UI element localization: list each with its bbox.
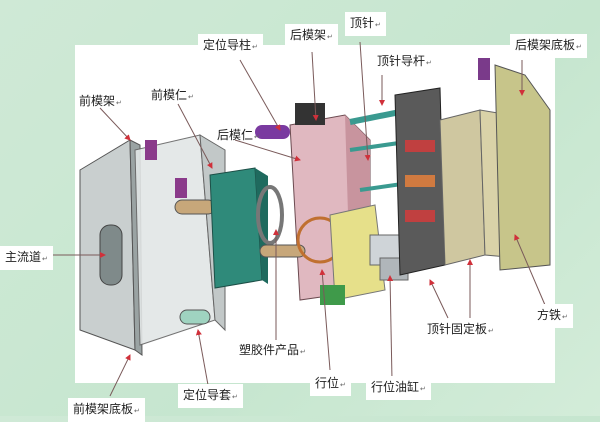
label-front-mold-frame: 前模架 [74,90,127,114]
label-slider-cylinder: 行位油缸 [366,376,431,400]
label-front-mold-base-plate: 前模架底板 [68,398,145,422]
label-ejector-pin: 顶针 [345,12,386,36]
slider [320,204,386,305]
label-guide-bushing: 定位导套 [178,384,243,408]
label-front-mold-core: 前模仁 [146,84,199,108]
rear-mold-base-plate [478,58,551,271]
label-rear-mold-base-plate: 后模架底板 [510,34,587,58]
label-ejector-guide-rod: 顶针导杆 [372,50,437,74]
label-plastic-part: 塑胶件产品 [234,339,311,363]
label-rear-mold-core: 后模仁 [212,124,265,148]
label-spacer-block: 方铁 [532,304,573,328]
front-mold-base-plate [79,139,143,356]
label-rear-mold-frame: 后模架 [285,24,338,48]
ejector-retainer-plate [394,87,446,276]
label-sprue: 主流道 [0,246,53,270]
label-guide-pin: 定位导柱 [198,34,263,58]
plastic-part [256,185,284,245]
label-slider: 行位 [310,372,351,396]
label-ejector-retainer-plate: 顶针固定板 [422,318,499,342]
